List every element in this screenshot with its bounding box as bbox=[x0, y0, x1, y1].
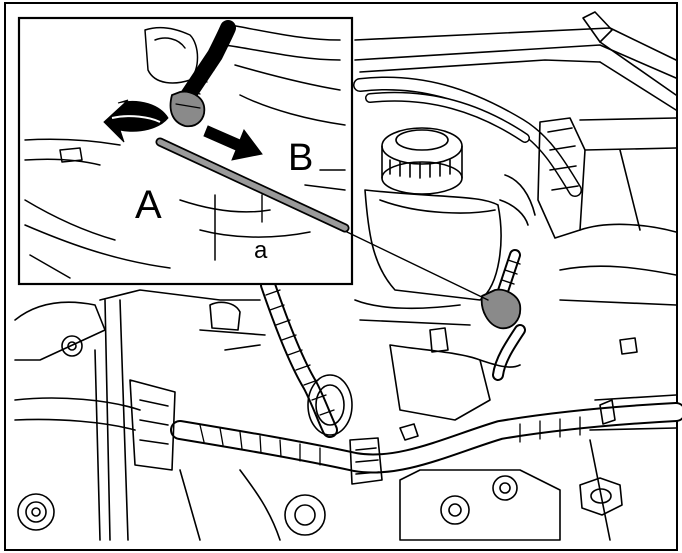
inset-leader-line bbox=[346, 231, 489, 301]
inset-detail-drawing bbox=[24, 24, 346, 279]
detail-inset: A B a bbox=[17, 16, 354, 286]
engine-bay-drawing bbox=[14, 11, 682, 541]
removal-arrow-icon bbox=[103, 99, 169, 143]
connector-highlight bbox=[169, 90, 206, 128]
callout-label-b: B bbox=[288, 137, 313, 179]
tool-band bbox=[157, 139, 348, 231]
callout-label-a: A bbox=[135, 183, 162, 227]
direction-arrow-icon bbox=[203, 125, 263, 161]
callout-label-small-a: a bbox=[254, 237, 268, 264]
